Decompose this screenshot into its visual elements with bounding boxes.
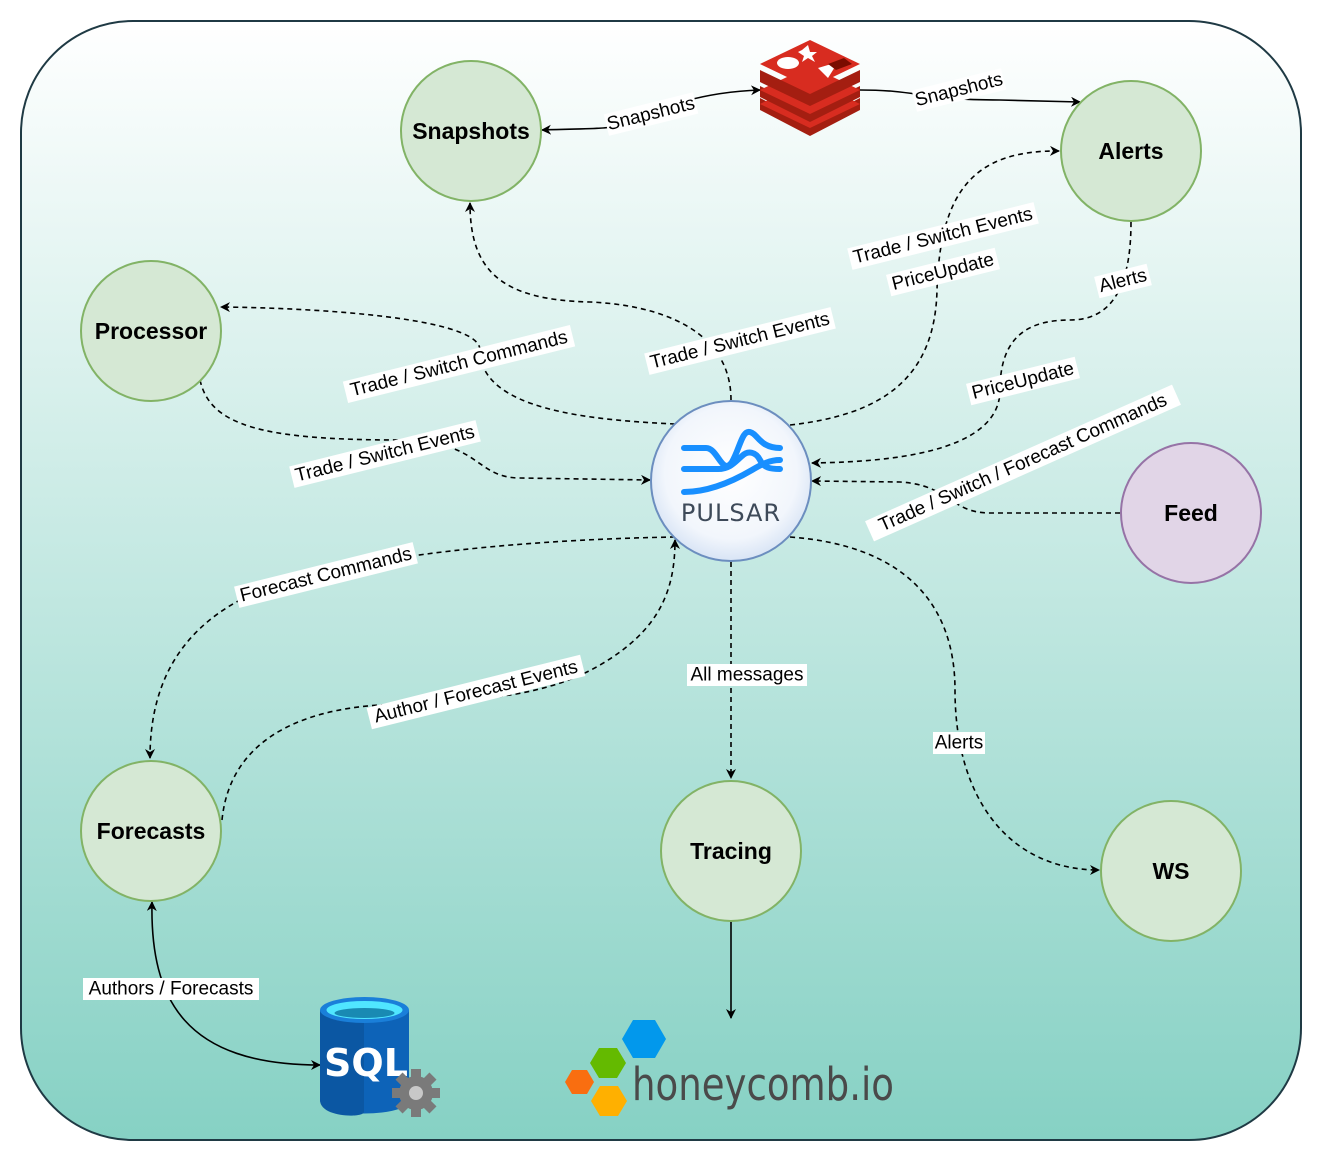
label-forecasts-sql: Authors / Forecasts xyxy=(83,978,259,1000)
node-alerts[interactable]: Alerts xyxy=(1060,80,1202,222)
redis-logo-icon xyxy=(760,40,860,136)
node-label-tracing: Tracing xyxy=(690,838,772,864)
pulsar-logo-icon xyxy=(681,428,783,495)
node-forecasts[interactable]: Forecasts xyxy=(80,760,222,902)
node-label-ws: WS xyxy=(1152,858,1189,884)
label-pulsar-tracing: All messages xyxy=(687,664,807,686)
svg-text:Authors / Forecasts: Authors / Forecasts xyxy=(89,979,254,1000)
edge-processor-pulsar xyxy=(199,379,651,485)
sql-logo-text: SQL xyxy=(324,1041,408,1085)
edge-alerts-pulsar xyxy=(811,221,1132,468)
edge-pulsar-ws xyxy=(789,536,1100,875)
node-label-alerts: Alerts xyxy=(1098,138,1163,164)
node-label-forecasts: Forecasts xyxy=(97,818,206,844)
node-pulsar[interactable]: PULSAR xyxy=(650,400,812,562)
pulsar-logo-text: PULSAR xyxy=(681,499,781,527)
node-ws[interactable]: WS xyxy=(1100,800,1242,942)
node-processor[interactable]: Processor xyxy=(80,260,222,402)
node-snapshots[interactable]: Snapshots xyxy=(400,60,542,202)
node-feed[interactable]: Feed xyxy=(1120,442,1262,584)
edge-pulsar-alerts xyxy=(789,145,1060,426)
honeycomb-hexagons-icon xyxy=(565,1020,666,1116)
svg-text:All messages: All messages xyxy=(691,665,804,686)
node-label-snapshots: Snapshots xyxy=(412,118,530,144)
edge-forecasts-sql xyxy=(146,901,321,1070)
honeycomb-logo-text: honeycomb.io xyxy=(632,1058,894,1111)
sql-logo: SQL xyxy=(320,997,440,1117)
container-frame xyxy=(20,20,1302,1141)
node-label-processor: Processor xyxy=(95,318,208,344)
gear-icon xyxy=(392,1069,440,1117)
node-tracing[interactable]: Tracing xyxy=(660,780,802,922)
honeycomb-logo: honeycomb.io xyxy=(565,1020,894,1116)
label-pulsar-ws: Alerts xyxy=(933,732,985,754)
node-label-feed: Feed xyxy=(1164,500,1218,526)
svg-text:Alerts: Alerts xyxy=(935,733,984,754)
